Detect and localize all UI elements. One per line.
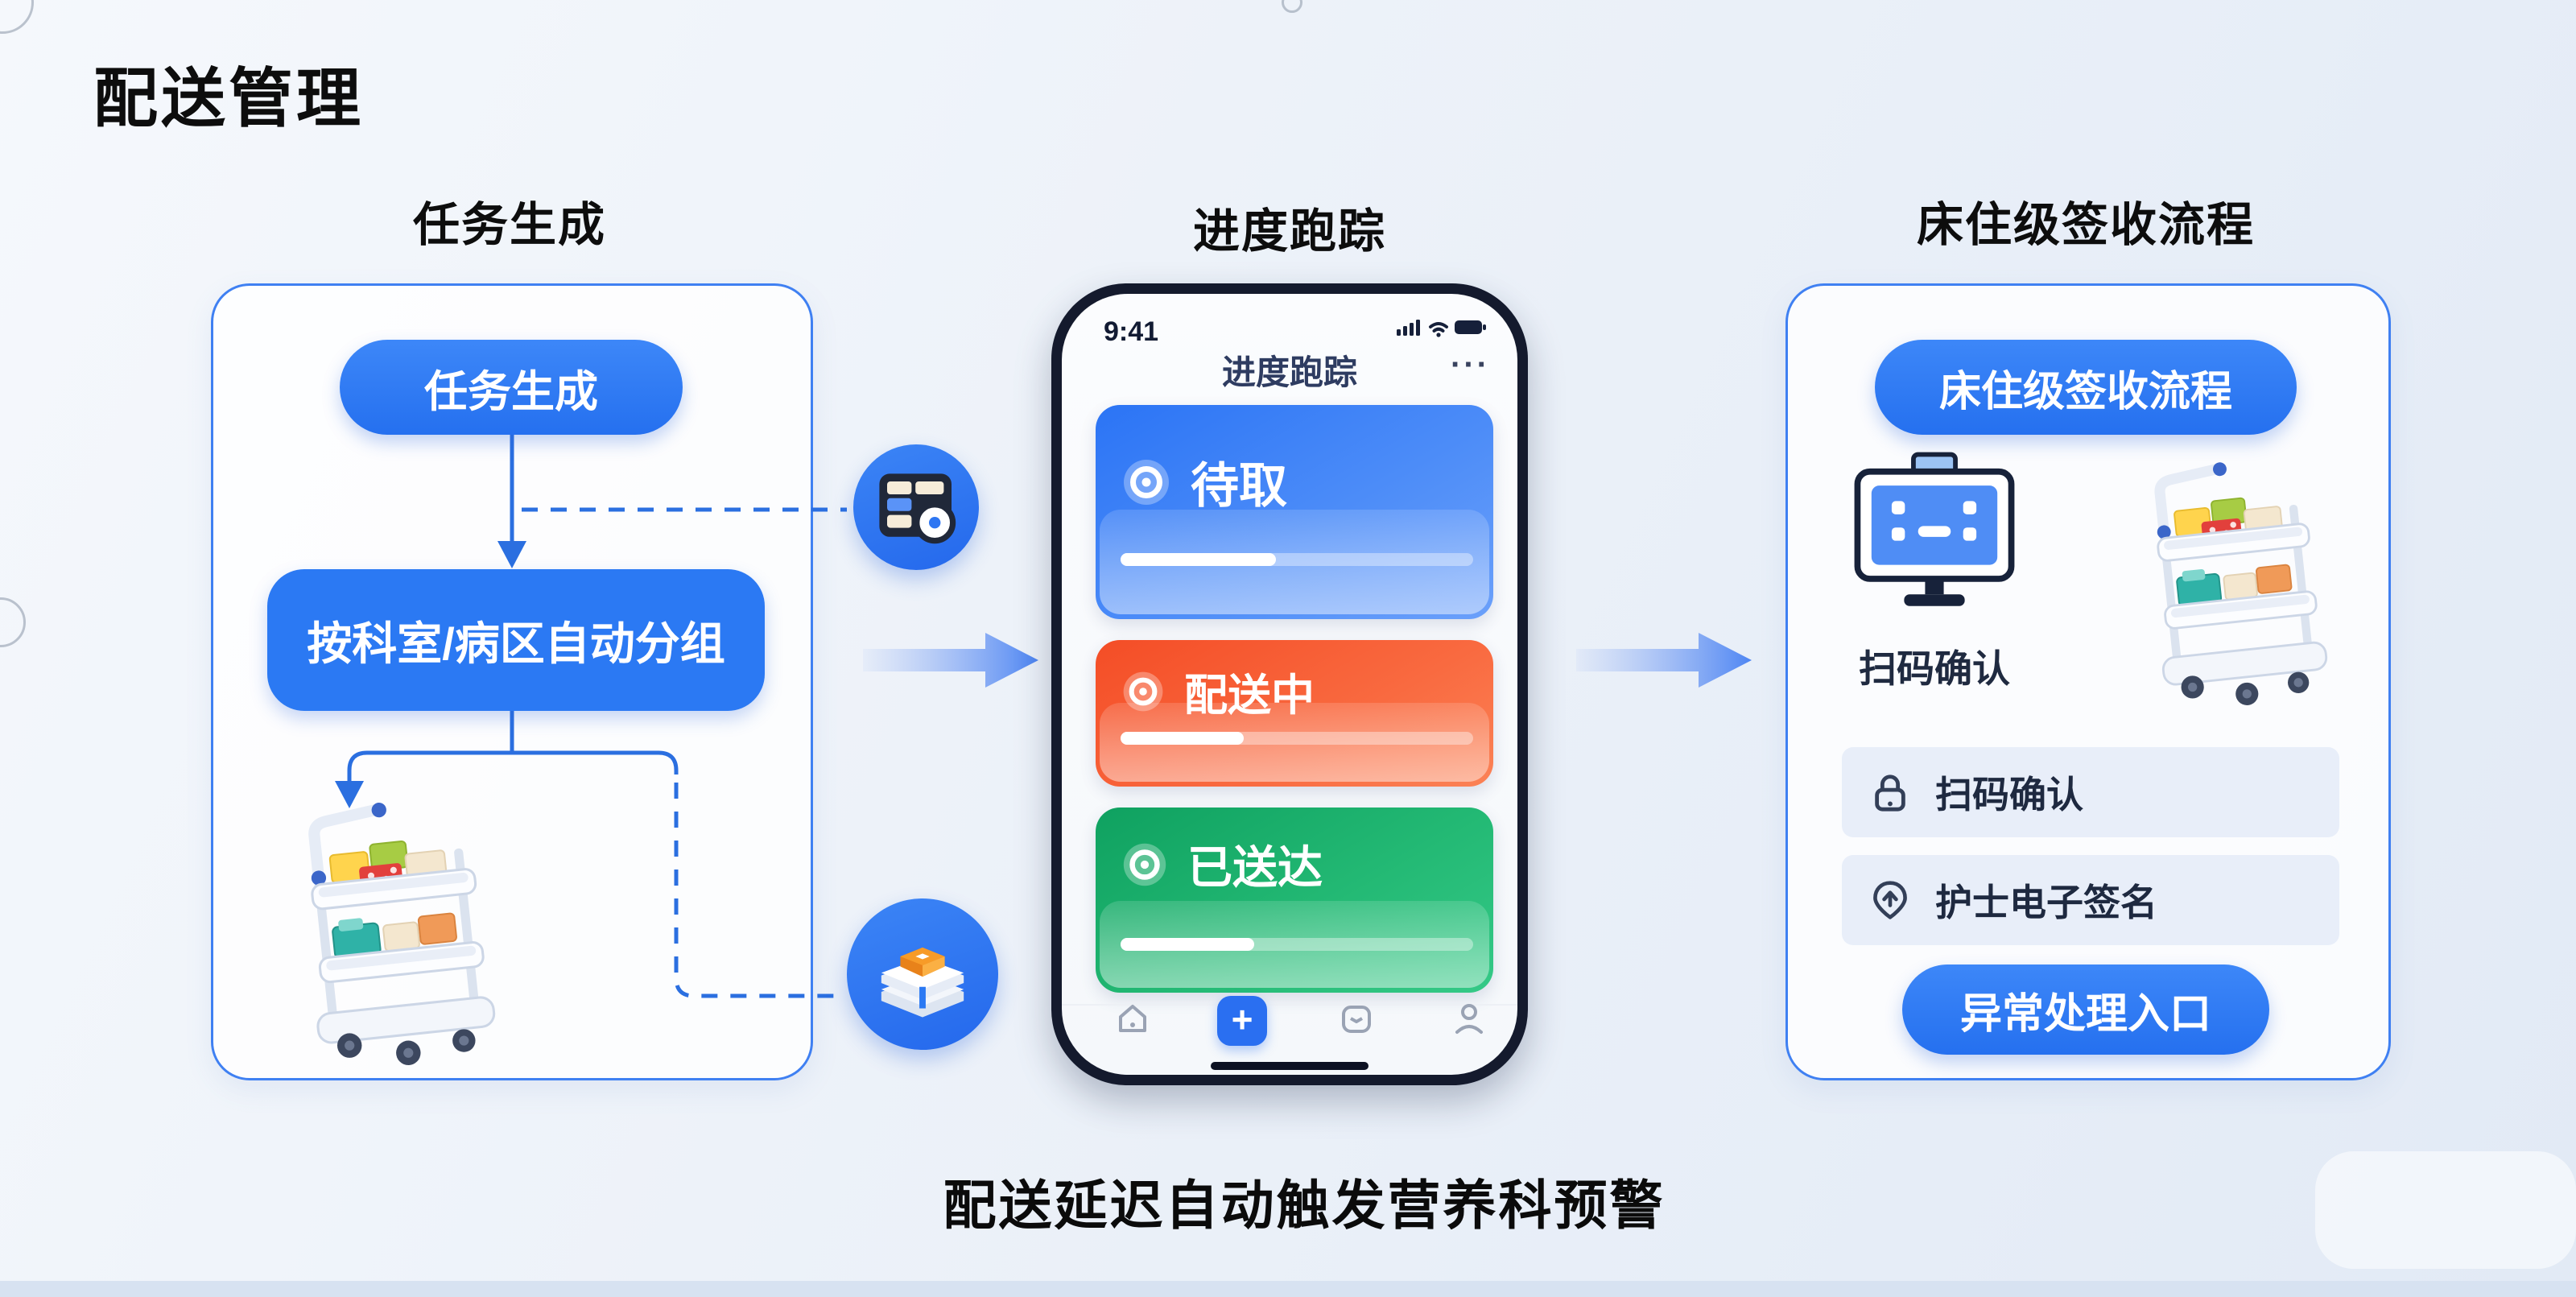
progress-track [1121,732,1473,745]
bottom-strip-decoration [0,1281,2576,1297]
battery-icon [1455,320,1486,334]
tab-profile-icon[interactable] [1450,999,1488,1038]
status-card-label: 待取 [1191,459,1287,513]
lock-icon [1875,774,1905,812]
flow-node-auto-group: 按科室/病区自动分组 [267,569,765,711]
scan-monitor-illustration [1845,448,2024,618]
phone-screen: 9:41 进度跑踪 ··· [1062,294,1517,1075]
watermark-blur-patch [2315,1151,2576,1269]
progress-fill [1121,938,1255,951]
status-card-label: 配送中 [1184,671,1315,720]
signoff-pill: 床住级签收流程 [1875,340,2297,435]
table-record-icon [853,444,979,570]
signoff-step-signature[interactable]: 护士电子签名 [1842,855,2339,945]
page-title: 配送管理 [93,63,364,134]
status-time: 9:41 [1104,316,1159,347]
status-card-pending[interactable]: 待取 [1096,405,1493,619]
meal-cart-illustration-left [259,795,525,1065]
bullseye-icon [1123,671,1163,711]
progress-fill [1121,732,1245,745]
column-header-signoff-process: 床住级签收流程 [1916,199,2255,251]
exception-entry-label: 异常处理入口 [1959,990,2211,1038]
progress-fill [1121,553,1276,566]
pin-arrow-icon [1873,881,1907,919]
signoff-step-scan[interactable]: 扫码确认 [1842,747,2339,837]
column-header-task-generation: 任务生成 [412,199,606,251]
signoff-step-label: 护士电子签名 [1935,882,2157,923]
signal-icon [1397,320,1420,336]
status-card-delivering[interactable]: 配送中 [1096,640,1493,787]
progress-subcard [1100,703,1489,782]
flow-node-auto-group-label: 按科室/病区自动分组 [307,618,725,669]
status-card-list: 待取 配送中 [1096,405,1493,1014]
signoff-pill-label: 床住级签收流程 [1938,368,2232,415]
progress-subcard [1100,510,1489,614]
flow-node-task-generation-label: 任务生成 [424,367,598,416]
exception-entry-button[interactable]: 异常处理入口 [1902,964,2269,1055]
left-edge-circle-decoration [0,597,26,647]
progress-track [1121,553,1473,566]
package-stack-icon [847,898,998,1050]
bullseye-icon [1123,843,1166,886]
status-icons [1397,316,1487,337]
scan-monitor-label: 扫码确认 [1859,647,2010,690]
phone-nav-title: 进度跑踪 [1221,353,1357,391]
more-menu-icon[interactable]: ··· [1451,347,1490,382]
progress-track [1121,938,1473,951]
plus-icon: + [1231,998,1253,1040]
column-header-progress-tracking: 进度跑踪 [1192,205,1386,258]
bullseye-icon [1124,459,1169,505]
tabbar-divider [1062,1004,1517,1006]
status-card-delivered[interactable]: 已送达 [1096,808,1493,993]
signoff-step-label: 扫码确认 [1935,774,2083,816]
phone-mockup: 9:41 进度跑踪 ··· [1051,283,1528,1085]
corner-arc-decoration [0,0,34,34]
home-indicator [1211,1062,1368,1070]
wifi-icon [1429,322,1448,333]
top-dot-decoration [1282,0,1302,13]
status-card-label: 已送达 [1187,842,1323,893]
arrow-left-to-phone [863,633,1038,688]
arrow-phone-to-right [1576,633,1752,688]
tab-home-icon[interactable] [1113,999,1152,1038]
flow-node-task-generation: 任务生成 [340,340,683,435]
meal-cart-illustration-right [2109,456,2355,705]
tab-messages-icon[interactable] [1337,999,1376,1038]
footer-caption: 配送延迟自动触发营养科预警 [943,1175,1666,1235]
progress-subcard [1100,901,1489,988]
tab-add-button[interactable]: + [1217,996,1267,1046]
